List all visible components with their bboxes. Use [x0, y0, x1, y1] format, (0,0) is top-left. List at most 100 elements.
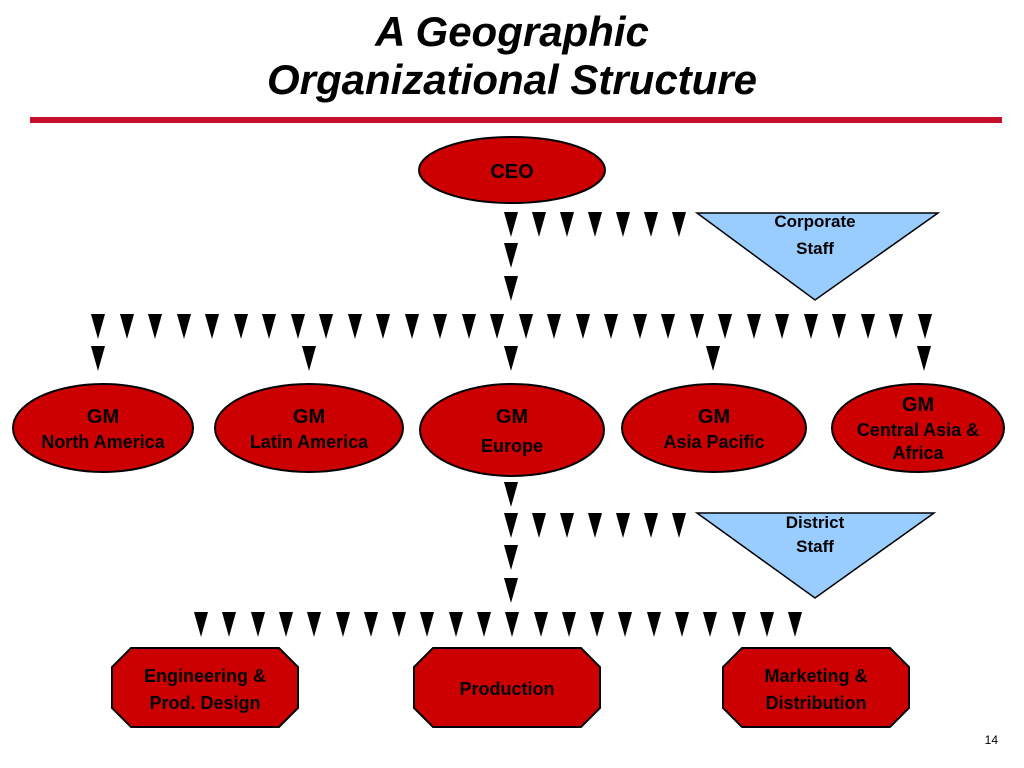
engineering-prod-design-node: Engineering & Prod. Design [111, 647, 299, 728]
connector-arrow-73 [732, 612, 746, 637]
connector-arrow-26 [576, 314, 590, 339]
connector-arrow-33 [775, 314, 789, 339]
connector-arrow-53 [504, 578, 518, 603]
connector-arrow-67 [562, 612, 576, 637]
connector-arrow-47 [560, 513, 574, 538]
connector-arrow-74 [760, 612, 774, 637]
connector-arrow-63 [449, 612, 463, 637]
connector-arrow-49 [616, 513, 630, 538]
connector-arrow-59 [336, 612, 350, 637]
connector-arrow-17 [319, 314, 333, 339]
gm-asia-pacific-ellipse [621, 383, 807, 473]
corporate-staff-node: Corporate Staff [694, 212, 941, 301]
connector-arrow-35 [832, 314, 846, 339]
connector-arrow-15 [262, 314, 276, 339]
ceo-node: CEO [418, 136, 606, 204]
connector-arrow-43 [917, 346, 931, 371]
gm-latin-america-region: Latin America [250, 432, 369, 452]
connector-arrow-65 [505, 612, 519, 637]
connector-arrow-41 [504, 346, 518, 371]
connector-arrow-70 [647, 612, 661, 637]
connector-arrow-46 [532, 513, 546, 538]
connector-arrow-32 [747, 314, 761, 339]
connector-arrow-28 [633, 314, 647, 339]
arrow-connectors [91, 212, 932, 637]
connector-arrow-48 [588, 513, 602, 538]
gm-central-asia-africa-region-line-2: Africa [892, 443, 944, 463]
gm-central-asia-africa-node: GM Central Asia & Africa [831, 383, 1005, 473]
gm-europe-ellipse [419, 383, 605, 477]
connector-arrow-75 [788, 612, 802, 637]
title-line-2: Organizational Structure [266, 56, 758, 103]
gm-asia-pacific-title: GM [698, 406, 730, 428]
connector-arrow-66 [534, 612, 548, 637]
connector-arrow-18 [348, 314, 362, 339]
gm-latin-america-title: GM [293, 406, 325, 428]
marketing-distribution-line-1: Marketing & [764, 666, 867, 686]
connector-arrow-21 [433, 314, 447, 339]
gm-central-asia-africa-title: GM [902, 394, 934, 416]
engineering-prod-design-line-2: Prod. Design [149, 693, 260, 713]
connector-arrow-5 [644, 212, 658, 237]
connector-arrow-54 [194, 612, 208, 637]
engineering-prod-design-line-1: Engineering & [144, 666, 266, 686]
connector-arrow-57 [279, 612, 293, 637]
connector-arrow-64 [477, 612, 491, 637]
connector-arrow-36 [861, 314, 875, 339]
connector-arrow-51 [672, 513, 686, 538]
slide-title: A Geographic Organizational Structure [0, 8, 1024, 104]
connector-arrow-30 [690, 314, 704, 339]
connector-arrow-60 [364, 612, 378, 637]
connector-arrow-13 [205, 314, 219, 339]
gm-north-america-region: North America [41, 432, 165, 452]
connector-arrow-22 [462, 314, 476, 339]
marketing-distribution-line-2: Distribution [766, 693, 867, 713]
connector-arrow-8 [504, 276, 518, 301]
gm-north-america-title: GM [87, 406, 119, 428]
connector-arrow-0 [504, 212, 518, 237]
connector-arrow-10 [120, 314, 134, 339]
connector-arrow-38 [918, 314, 932, 339]
connector-arrow-16 [291, 314, 305, 339]
connector-arrow-45 [504, 513, 518, 538]
connector-arrow-50 [644, 513, 658, 538]
corporate-staff-line-1: Corporate [774, 212, 855, 231]
district-staff-line-1: District [786, 513, 845, 532]
production-octagon [413, 647, 601, 728]
connector-arrow-4 [616, 212, 630, 237]
connector-arrow-23 [490, 314, 504, 339]
gm-asia-pacific-region: Asia Pacific [663, 432, 764, 452]
connector-arrow-42 [706, 346, 720, 371]
gm-north-america-ellipse [12, 383, 194, 473]
connector-arrow-29 [661, 314, 675, 339]
marketing-distribution-node: Marketing & Distribution [722, 647, 910, 728]
connector-arrow-40 [302, 346, 316, 371]
connector-arrow-12 [177, 314, 191, 339]
connector-arrow-61 [392, 612, 406, 637]
connector-arrow-44 [504, 482, 518, 507]
connector-arrow-9 [91, 314, 105, 339]
gm-europe-title: GM [496, 406, 528, 428]
ceo-label: CEO [490, 161, 533, 183]
connector-arrow-20 [405, 314, 419, 339]
connector-arrow-6 [672, 212, 686, 237]
connector-arrow-55 [222, 612, 236, 637]
gm-latin-america-ellipse [214, 383, 404, 473]
engineering-prod-design-octagon [111, 647, 299, 728]
page-number: 14 [984, 733, 998, 747]
connector-arrow-27 [604, 314, 618, 339]
connector-arrow-31 [718, 314, 732, 339]
connector-arrow-1 [532, 212, 546, 237]
district-staff-triangle [694, 512, 937, 599]
marketing-distribution-octagon [722, 647, 910, 728]
connector-arrow-2 [560, 212, 574, 237]
production-label: Production [460, 679, 555, 699]
connector-arrow-69 [618, 612, 632, 637]
connector-arrow-24 [519, 314, 533, 339]
connector-arrow-52 [504, 545, 518, 570]
gm-asia-pacific-node: GM Asia Pacific [621, 383, 807, 473]
production-node: Production [413, 647, 601, 728]
gm-central-asia-africa-ellipse [831, 383, 1005, 473]
ceo-ellipse [418, 136, 606, 204]
